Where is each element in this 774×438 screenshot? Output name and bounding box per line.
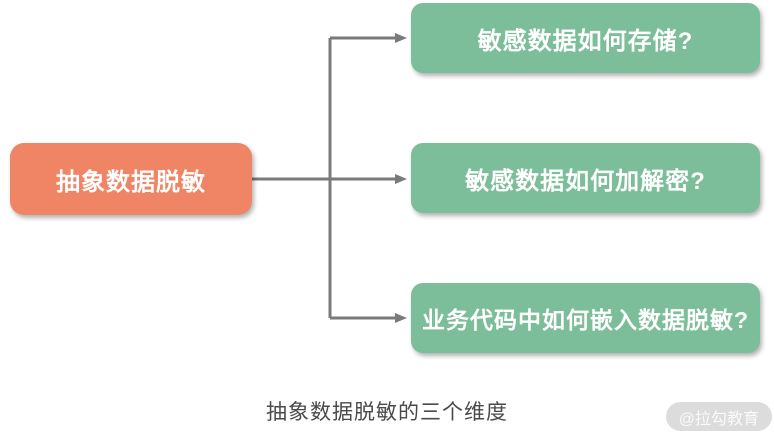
node-child-embedding: 业务代码中如何嵌入数据脱敏? [411, 283, 760, 353]
node-root-abstract-masking: 抽象数据脱敏 [10, 143, 252, 215]
diagram-caption: 抽象数据脱敏的三个维度 [266, 401, 508, 424]
watermark-badge: @拉勾教育 [665, 402, 772, 431]
node-child-encryption-label: 敏感数据如何加解密? [465, 167, 706, 195]
node-root-label: 抽象数据脱敏 [56, 168, 206, 196]
watermark-label: @拉勾教育 [678, 410, 759, 428]
node-child-encryption: 敏感数据如何加解密? [411, 143, 760, 213]
node-child-embedding-label: 业务代码中如何嵌入数据脱敏? [421, 307, 750, 333]
node-child-storage: 敏感数据如何存储? [411, 3, 760, 73]
node-child-storage-label: 敏感数据如何存储? [477, 27, 694, 55]
